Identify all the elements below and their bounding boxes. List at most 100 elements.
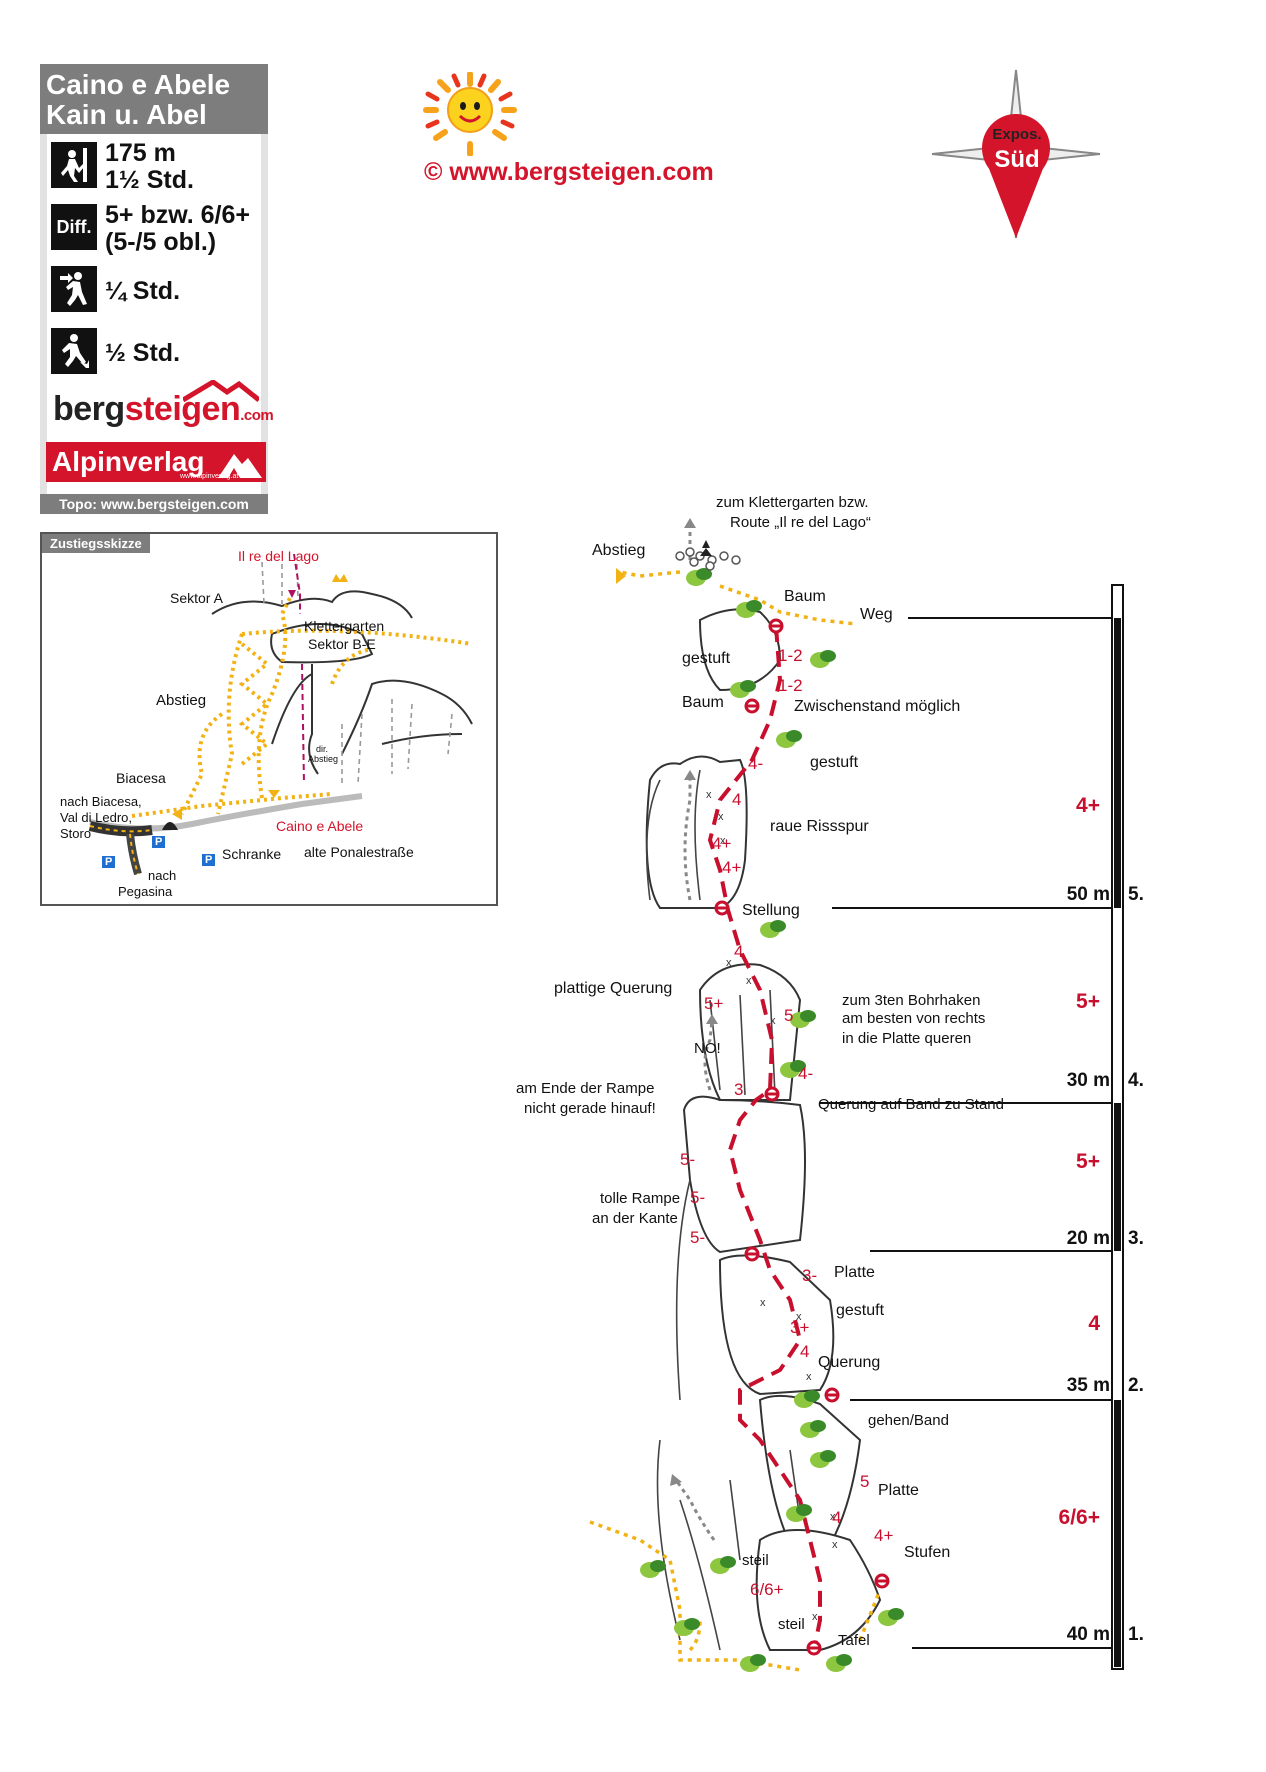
pitch1-number: 1. xyxy=(1128,1624,1144,1645)
svg-text:x: x xyxy=(760,1297,766,1309)
approach-map xyxy=(88,553,473,876)
difficulty-icon: Diff. xyxy=(51,204,97,250)
sketch-label-val-di-ledro: Val di Ledro, xyxy=(60,810,133,825)
tree-icons xyxy=(640,568,904,1672)
pitch4-length: 30 m xyxy=(1066,1070,1110,1091)
pitch2-number: 2. xyxy=(1128,1375,1144,1396)
rock-detail-lines xyxy=(645,769,801,1651)
boulders-icon xyxy=(675,547,741,571)
grade-label: 1-2 xyxy=(778,676,803,695)
label-raue-rissspur: raue Rissspur xyxy=(770,818,869,835)
approach-time: ¼ Std. xyxy=(105,277,181,305)
grade-label: 5- xyxy=(680,1150,696,1169)
sketch-label-caino: Caino e Abele xyxy=(276,818,364,834)
grade-label: 5+ xyxy=(704,994,724,1013)
mountain-logo-icon xyxy=(183,380,259,402)
sketch-label-il-re: Il re del Lago xyxy=(238,548,319,564)
climb-time: 1½ Std. xyxy=(105,166,194,194)
svg-text:x: x xyxy=(706,789,712,801)
exposure-label: Expos. xyxy=(992,126,1042,143)
top-note-line1: zum Klettergarten bzw. xyxy=(716,494,869,511)
pitch1-grade: 6/6+ xyxy=(1058,1506,1100,1529)
alpinverlag-url: www.alpinverlag.at xyxy=(180,473,239,480)
label-tolle-rampe-2: an der Kante xyxy=(592,1210,678,1227)
label-steil-1: steil xyxy=(742,1552,769,1569)
crown-icon xyxy=(332,574,348,582)
svg-text:x: x xyxy=(746,975,752,987)
svg-text:x: x xyxy=(718,811,724,823)
grade-label: 4- xyxy=(798,1064,814,1083)
sketch-label-nach-biacesa: nach Biacesa, xyxy=(60,794,142,809)
label-baum: Baum xyxy=(682,694,724,711)
grade-label: 4+ xyxy=(712,834,732,853)
label-no: NO! xyxy=(694,1040,721,1057)
sketch-label-ponale: alte Ponalestraße xyxy=(304,844,414,860)
alpinverlag-logo: Alpinverlag xyxy=(46,442,266,482)
exposure-value: Süd xyxy=(994,146,1040,173)
descent-time: ½ Std. xyxy=(105,339,181,367)
label-gestuft-3: gestuft xyxy=(836,1302,885,1319)
descent-paths xyxy=(674,530,716,1541)
sketch-label-abstieg: Abstieg xyxy=(156,692,207,709)
parking-icon: P xyxy=(102,856,116,868)
pitch1-length: 40 m xyxy=(1066,1624,1110,1645)
svg-text:x: x xyxy=(830,1511,836,1523)
sketch-label-nach: nach xyxy=(148,868,177,883)
label-gehen-band: gehen/Band xyxy=(868,1412,949,1429)
hiker-descent-icon xyxy=(51,328,97,374)
pitch-bar-1 xyxy=(1114,1400,1121,1667)
label-plattige-querung: plattige Querung xyxy=(554,980,673,997)
label-tafel: Tafel xyxy=(838,1632,870,1649)
difficulty-obligatory: (5-/5 obl.) xyxy=(105,228,217,256)
label-querung-band: Querung auf Band zu Stand xyxy=(818,1096,1004,1113)
label-tolle-rampe-1: tolle Rampe xyxy=(600,1190,681,1207)
svg-text:x: x xyxy=(770,1015,776,1027)
label-baum-top: Baum xyxy=(784,588,826,605)
topo-credit: Topo: www.bergsteigen.com xyxy=(40,494,268,514)
pitch4-number: 4. xyxy=(1128,1070,1144,1091)
label-weg: Weg xyxy=(860,606,893,623)
copyright-notice: © www.bergsteigen.com xyxy=(424,158,714,186)
bolt-markers: xxx xxx xxx xxx xyxy=(706,789,838,1623)
sun-icon xyxy=(423,72,517,156)
route-line xyxy=(707,625,822,1651)
difficulty-grade: 5+ bzw. 6/6+ xyxy=(105,201,250,229)
label-platte-1: Platte xyxy=(834,1264,875,1281)
sketch-label-klettergarten: Klettergarten xyxy=(304,618,385,634)
label-rampe-1: am Ende der Rampe xyxy=(516,1080,655,1097)
route-name-italian: Caino e Abele xyxy=(46,69,231,100)
approach-sketch: Zustiegsskizze xyxy=(40,532,498,906)
sketch-label-dir: dir. xyxy=(316,744,329,754)
svg-text:x: x xyxy=(806,1371,812,1383)
grade-label: 5- xyxy=(690,1188,706,1207)
grade-label: 4+ xyxy=(874,1526,894,1545)
route-name-german: Kain u. Abel xyxy=(46,99,207,130)
svg-text:x: x xyxy=(832,1539,838,1551)
label-bohrhaken-2: am besten von rechts xyxy=(842,1010,986,1027)
svg-text:x: x xyxy=(796,1311,802,1323)
grade-label: 4 xyxy=(732,790,742,809)
label-gestuft-2: gestuft xyxy=(810,754,859,771)
grade-label: 3+ xyxy=(790,1318,810,1337)
compass-icon xyxy=(931,69,1101,239)
sketch-label-schranke: Schranke xyxy=(222,846,282,862)
climber-icon xyxy=(51,142,97,188)
parking-icon: P xyxy=(202,854,216,866)
pitch3-grade: 5+ xyxy=(1076,1150,1100,1173)
sketch-label-storo: Storo xyxy=(60,826,92,841)
bergsteigen-logo: bergsteigen.com xyxy=(53,390,274,428)
route-title-box: Caino e Abele Kain u. Abel xyxy=(40,64,268,134)
grade-label: 6/6+ xyxy=(750,1580,784,1599)
svg-text:x: x xyxy=(720,835,726,847)
pitch3-length: 20 m xyxy=(1066,1228,1110,1249)
rock-outlines xyxy=(645,608,882,1651)
label-steil-2: steil xyxy=(778,1616,805,1633)
belay-station-bars xyxy=(716,624,888,1650)
label-bohrhaken-3: in die Platte queren xyxy=(842,1030,972,1047)
grade-label: 1-2 xyxy=(778,646,803,665)
grade-label: 5- xyxy=(690,1228,706,1247)
pitch5-grade: 4+ xyxy=(1076,794,1100,817)
grade-label: 4 xyxy=(734,942,744,961)
grade-label: 4 xyxy=(800,1342,810,1361)
sketch-label-biacesa: Biacesa xyxy=(116,770,166,786)
